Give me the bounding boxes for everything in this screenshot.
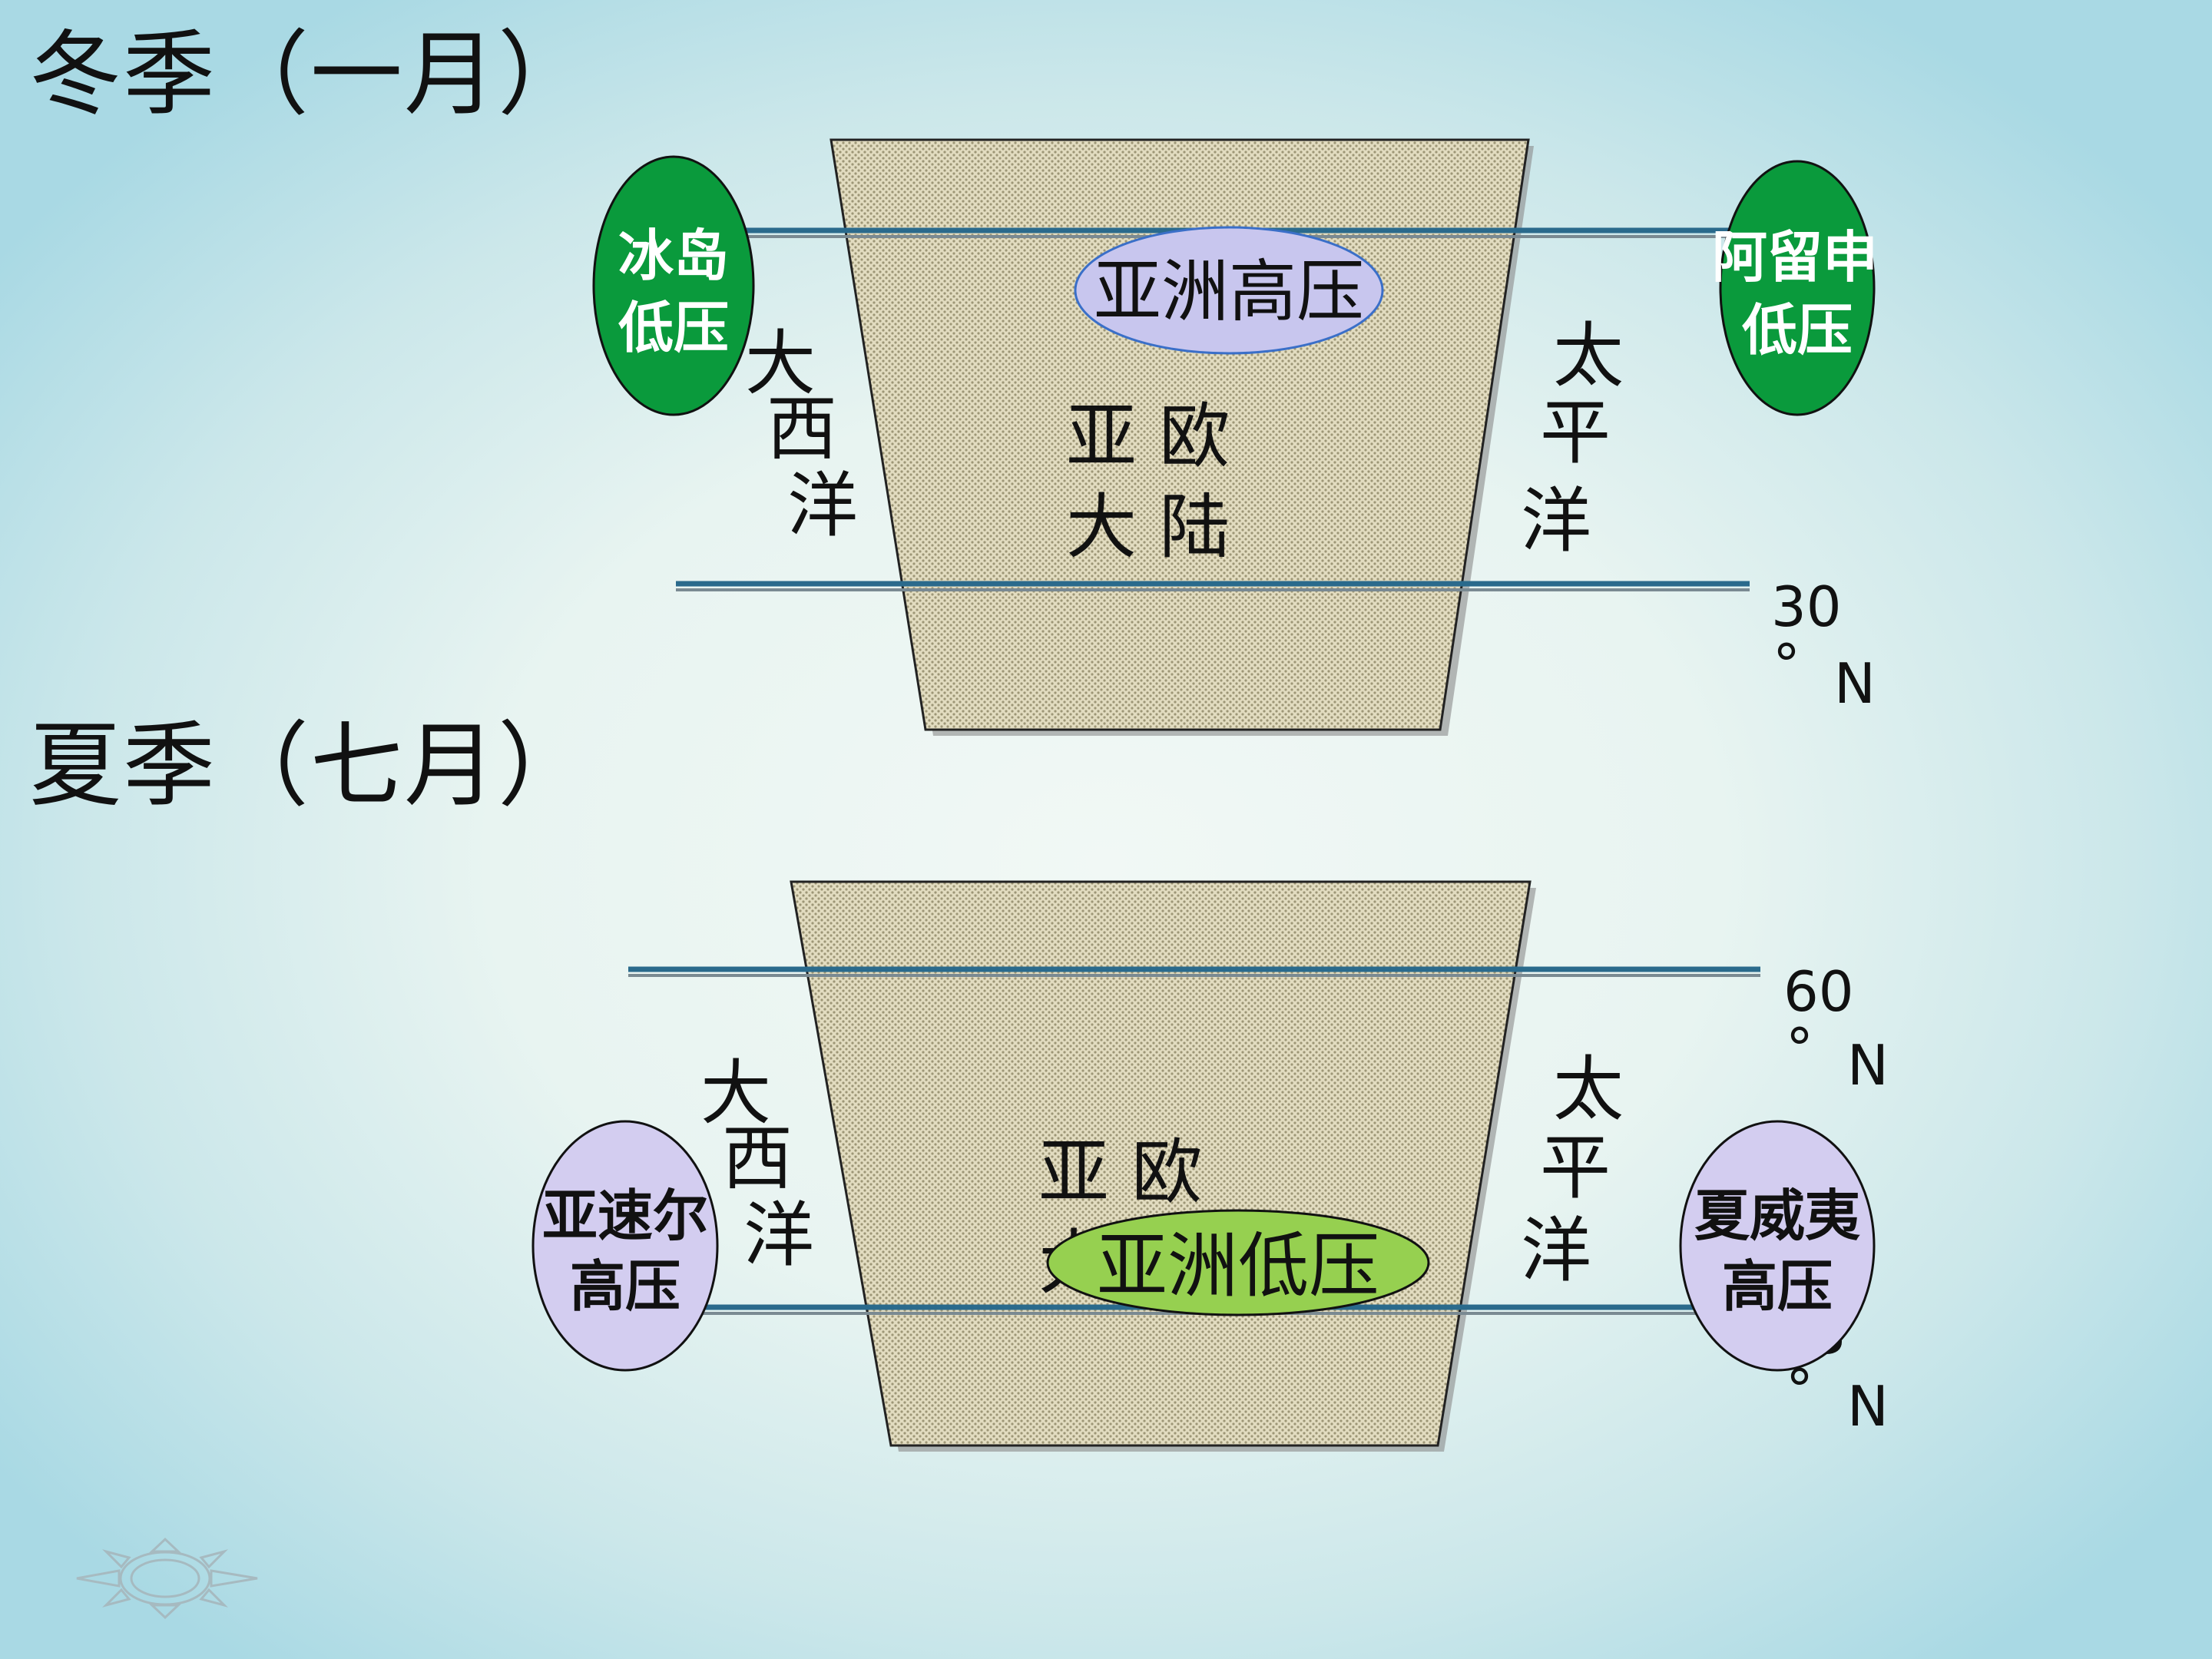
winter-latitude-degree: °: [1773, 632, 1800, 697]
winter-pacific-char: 洋: [1521, 480, 1591, 562]
winter-atlantic-label: 大 西 洋: [745, 323, 858, 547]
azores-high-label-line2: 高压: [570, 1254, 680, 1319]
winter-pacific-char: 太: [1553, 315, 1624, 397]
summer-latitude-top-dir: N: [1847, 1033, 1889, 1098]
winter-atlantic-char: 大: [745, 323, 816, 405]
summer-latitude-top-label: 60 ° N: [1783, 959, 1889, 1098]
aleutian-low: 阿留申 低压: [1712, 160, 1878, 416]
iceland-low-label-line2: 低压: [618, 296, 729, 360]
summer-latitude-top-degree: °: [1786, 1016, 1813, 1081]
asia-high-pressure: 亚洲高压: [1074, 226, 1384, 355]
winter-panel: 30 ° N 亚 欧 大 陆 大 西 洋 太 平 洋 亚洲高压 冰岛 低压: [592, 138, 1878, 736]
aleutian-low-ellipse: [1719, 160, 1876, 416]
winter-pacific-label: 太 平 洋: [1521, 315, 1624, 562]
azores-high-ellipse: [531, 1120, 719, 1372]
iceland-low: 冰岛 低压: [592, 155, 755, 416]
winter-latitude-label: 30 ° N: [1771, 575, 1876, 716]
winter-title: 冬季（一月）: [29, 22, 591, 128]
summer-pacific-char: 太: [1553, 1048, 1624, 1131]
winter-latitude-value: 30: [1771, 575, 1842, 639]
summer-continent-line1: 亚 欧: [1038, 1131, 1202, 1214]
summer-atlantic-label: 大 西 洋: [700, 1052, 814, 1277]
winter-latitude-dir: N: [1834, 651, 1876, 716]
sun-outline-icon: [76, 1537, 258, 1620]
summer-panel: 60 ° N 3 ° N 亚 欧 大 大 西 洋 太 平 洋 亚洲低压: [531, 880, 1889, 1452]
summer-latitude-bottom-dir: N: [1847, 1374, 1889, 1439]
summer-atlantic-char: 西: [722, 1118, 793, 1200]
winter-atlantic-char: 西: [767, 388, 837, 470]
iceland-low-label-line1: 冰岛: [618, 224, 729, 288]
azores-high: 亚速尔 高压: [531, 1120, 719, 1372]
asia-low-ellipse: [1046, 1209, 1430, 1316]
summer-atlantic-char: 大: [700, 1052, 771, 1134]
winter-pacific-char: 平: [1540, 392, 1611, 474]
winter-continent-line1: 亚 欧: [1066, 396, 1230, 478]
asia-low-label: 亚洲低压: [1097, 1225, 1379, 1307]
summer-title: 夏季（七月）: [29, 713, 591, 820]
asia-high-label: 亚洲高压: [1094, 252, 1364, 331]
hawaiian-high: 夏威夷 高压: [1679, 1120, 1876, 1372]
winter-continent-line2: 大 陆: [1066, 486, 1230, 568]
summer-atlantic-char: 洋: [743, 1194, 814, 1277]
hawaiian-high-label-line1: 夏威夷: [1694, 1184, 1860, 1248]
asia-low-pressure: 亚洲低压: [1046, 1209, 1430, 1316]
azores-high-label-line1: 亚速尔: [542, 1184, 708, 1248]
summer-pacific-char: 洋: [1521, 1210, 1591, 1292]
aleutian-low-label-line2: 低压: [1742, 298, 1853, 363]
hawaiian-high-label-line2: 高压: [1722, 1254, 1833, 1319]
summer-pacific-label: 太 平 洋: [1521, 1048, 1624, 1292]
summer-pacific-char: 平: [1540, 1127, 1611, 1209]
asia-high-ellipse: [1074, 226, 1384, 355]
winter-atlantic-char: 洋: [787, 465, 858, 547]
iceland-low-ellipse: [592, 155, 755, 416]
summer-latitude-top-value: 60: [1783, 959, 1854, 1024]
winter-continent-label: 亚 欧 大 陆: [1066, 396, 1230, 568]
hawaiian-high-ellipse: [1679, 1120, 1876, 1372]
aleutian-low-label-line1: 阿留申: [1712, 225, 1878, 290]
